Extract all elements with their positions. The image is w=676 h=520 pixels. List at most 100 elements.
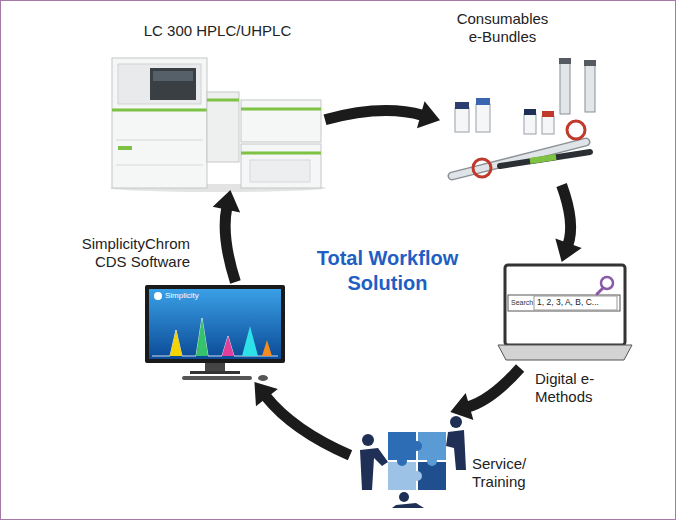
monitor-picture	[190, 371, 240, 374]
workflow-step: Digital e-Methods	[498, 262, 628, 368]
monitor-picture	[152, 318, 278, 356]
hplc-instrument	[118, 146, 132, 150]
consumables-picture	[567, 121, 585, 139]
consumables-picture	[560, 62, 570, 114]
teamwork-puzzle	[446, 430, 466, 470]
laptop-picture	[508, 295, 620, 311]
arrow-head	[254, 382, 277, 406]
monitor-picture	[182, 376, 252, 380]
monitor-picture	[145, 285, 285, 363]
teamwork-puzzle	[418, 432, 446, 460]
hplc-instrument	[250, 160, 310, 182]
step-label: LC 300 HPLC/UHPLC	[100, 22, 335, 40]
laptop-picture	[498, 265, 632, 360]
flow-arrow	[468, 368, 520, 407]
picture-text: Search	[511, 299, 533, 307]
hplc-instrument	[207, 92, 239, 162]
teamwork-puzzle	[362, 434, 374, 446]
arrow-head	[417, 101, 440, 128]
flow-arrow	[555, 185, 581, 262]
arrow-head	[555, 238, 581, 262]
monitor-picture	[154, 292, 162, 300]
consumables-picture	[584, 60, 596, 66]
consumables-picture	[476, 104, 490, 132]
monitor-picture	[145, 285, 285, 381]
consumables-picture	[452, 58, 596, 177]
teamwork-puzzle	[412, 471, 422, 481]
hplc-instrument	[118, 64, 201, 104]
consumables-picture	[585, 64, 595, 112]
teamwork-puzzle	[388, 432, 416, 460]
flow-arrow	[325, 101, 440, 128]
flow-arrow	[254, 382, 350, 455]
step-label: SimplicityChrom CDS Software	[65, 235, 190, 271]
flow-arrow	[266, 396, 350, 455]
consumables-picture	[452, 142, 586, 176]
laptop-picture	[597, 288, 603, 294]
arrow-head	[450, 393, 473, 420]
consumables-picture	[524, 114, 536, 134]
consumables-picture	[524, 109, 536, 115]
hplc-instrument	[112, 58, 207, 188]
picture-text: 1, 2, 3, A, B, C...	[537, 298, 599, 307]
consumables-picture	[476, 98, 490, 105]
arrow-head	[213, 190, 240, 212]
teamwork-puzzle	[418, 462, 446, 490]
consumables-picture	[455, 108, 469, 132]
teamwork-puzzle	[388, 462, 416, 490]
picture-text: Simplicity	[165, 292, 199, 301]
monitor-picture	[170, 330, 182, 356]
flow-arrow	[562, 185, 571, 245]
monitor-picture	[205, 363, 225, 371]
workflow-step: SimplicityChrom CDS Software	[142, 282, 288, 382]
monitor-picture	[149, 289, 281, 359]
flow-arrow	[213, 190, 240, 282]
workflow-step: Service/ Training	[350, 412, 468, 508]
teamwork-puzzle	[399, 492, 409, 502]
hplc-instrument	[241, 108, 321, 111]
step-label: Digital e-Methods	[535, 370, 623, 406]
laptop-picture	[534, 296, 617, 310]
consumables-picture	[530, 157, 556, 161]
teamwork-puzzle	[360, 448, 388, 490]
teamwork-puzzle	[392, 503, 424, 508]
monitor-picture	[258, 375, 268, 381]
consumables-picture	[500, 152, 590, 166]
teamwork-puzzle	[427, 456, 437, 466]
laptop-picture	[505, 265, 625, 345]
consumables-picture	[452, 142, 586, 176]
hplc-instrument	[116, 165, 203, 166]
laptop-picture	[498, 345, 632, 360]
step-label: Service/ Training	[472, 455, 550, 491]
consumables-picture	[542, 116, 554, 134]
workflow-step: LC 300 HPLC/UHPLC	[110, 55, 325, 190]
hplc-instrument	[207, 99, 239, 102]
hplc-instrument	[153, 71, 193, 81]
consumables-picture	[542, 111, 554, 117]
consumables-picture	[455, 102, 469, 109]
teamwork-puzzle	[397, 456, 407, 466]
monitor-picture	[222, 336, 234, 356]
teamwork-puzzle	[412, 441, 422, 451]
workflow-step: Consumables e-Bundles	[440, 58, 592, 185]
step-label: Consumables e-Bundles	[450, 10, 555, 46]
teamwork-puzzle	[360, 416, 466, 508]
diagram-title: Total Workflow Solution	[300, 246, 475, 296]
teamwork-puzzle	[450, 416, 462, 428]
flow-arrow	[225, 208, 235, 282]
hplc-instrument	[150, 68, 196, 100]
hplc-instrument	[116, 140, 203, 141]
monitor-picture	[262, 340, 272, 356]
consumables-picture	[559, 58, 571, 64]
monitor-picture	[196, 318, 208, 356]
hplc-instrument	[241, 152, 321, 155]
consumables-picture	[473, 159, 491, 177]
monitor-picture	[242, 326, 258, 356]
hplc-instrument	[112, 109, 207, 112]
flow-arrow	[325, 111, 423, 120]
hplc-instrument	[241, 144, 321, 188]
hplc-instrument	[241, 100, 321, 142]
flow-arrow	[450, 368, 520, 420]
